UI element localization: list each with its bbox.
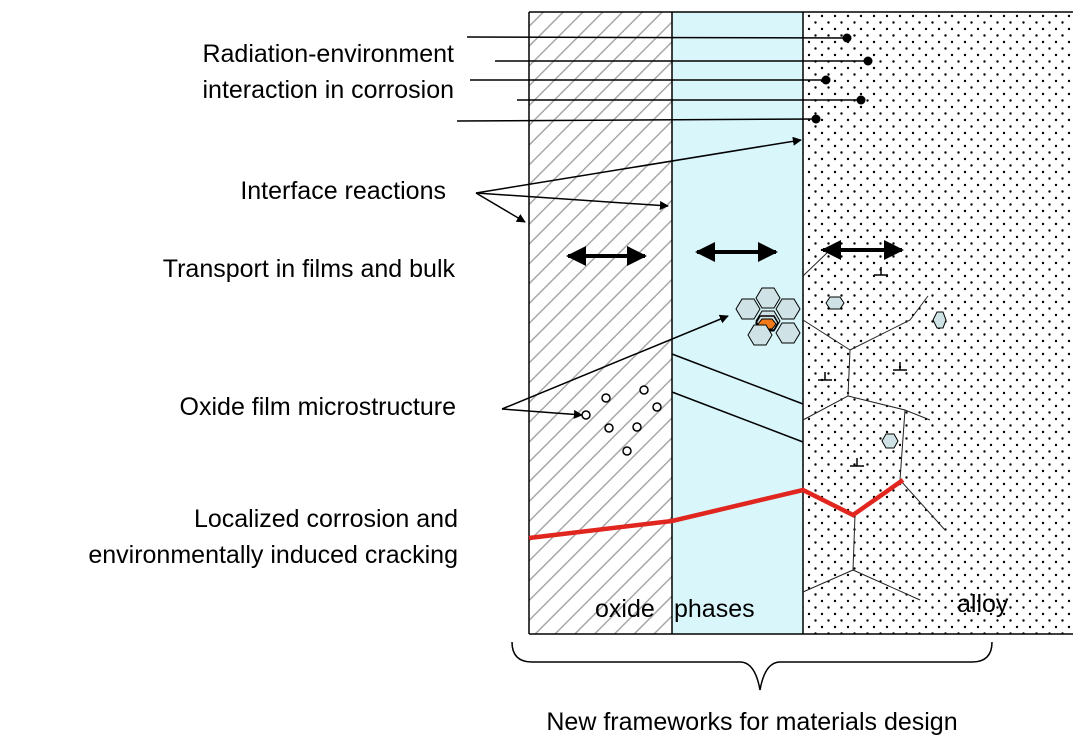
phases-region-label: phases [674,595,755,623]
interface-label: Interface reactions [240,177,446,205]
radiation-lines [456,33,873,124]
transport-label: Transport in films and bulk [163,255,456,283]
transport-arrows [566,240,904,266]
grain-boundaries [802,249,946,601]
phases-region [672,12,803,634]
pore-icons [581,385,662,456]
phase-boundary-line [671,391,804,443]
microstructure-arrows [501,314,729,419]
microstructure-label: Oxide film microstructure [180,393,456,421]
dislocation-icons [818,267,907,467]
crack-path [528,478,905,541]
oxide-region [529,12,672,634]
radiation-label-line2: interaction in corrosion [202,76,454,104]
localized-label-line1: Localized corrosion and [194,505,458,533]
alloy-region-label: alloy [957,590,1009,618]
localized-label-line2: environmentally induced cracking [88,541,458,569]
interface-arrows [475,136,802,223]
oxide-region-label: oxide [595,595,655,623]
precipitate-icons [825,296,947,449]
frameworks-label: New frameworks for materials design [546,708,957,736]
phase-boundary-line [671,353,804,405]
bottom-brace [511,641,993,691]
radiation-label-line1: Radiation-environment [202,40,454,68]
hexagon-cluster-icon [735,287,801,346]
